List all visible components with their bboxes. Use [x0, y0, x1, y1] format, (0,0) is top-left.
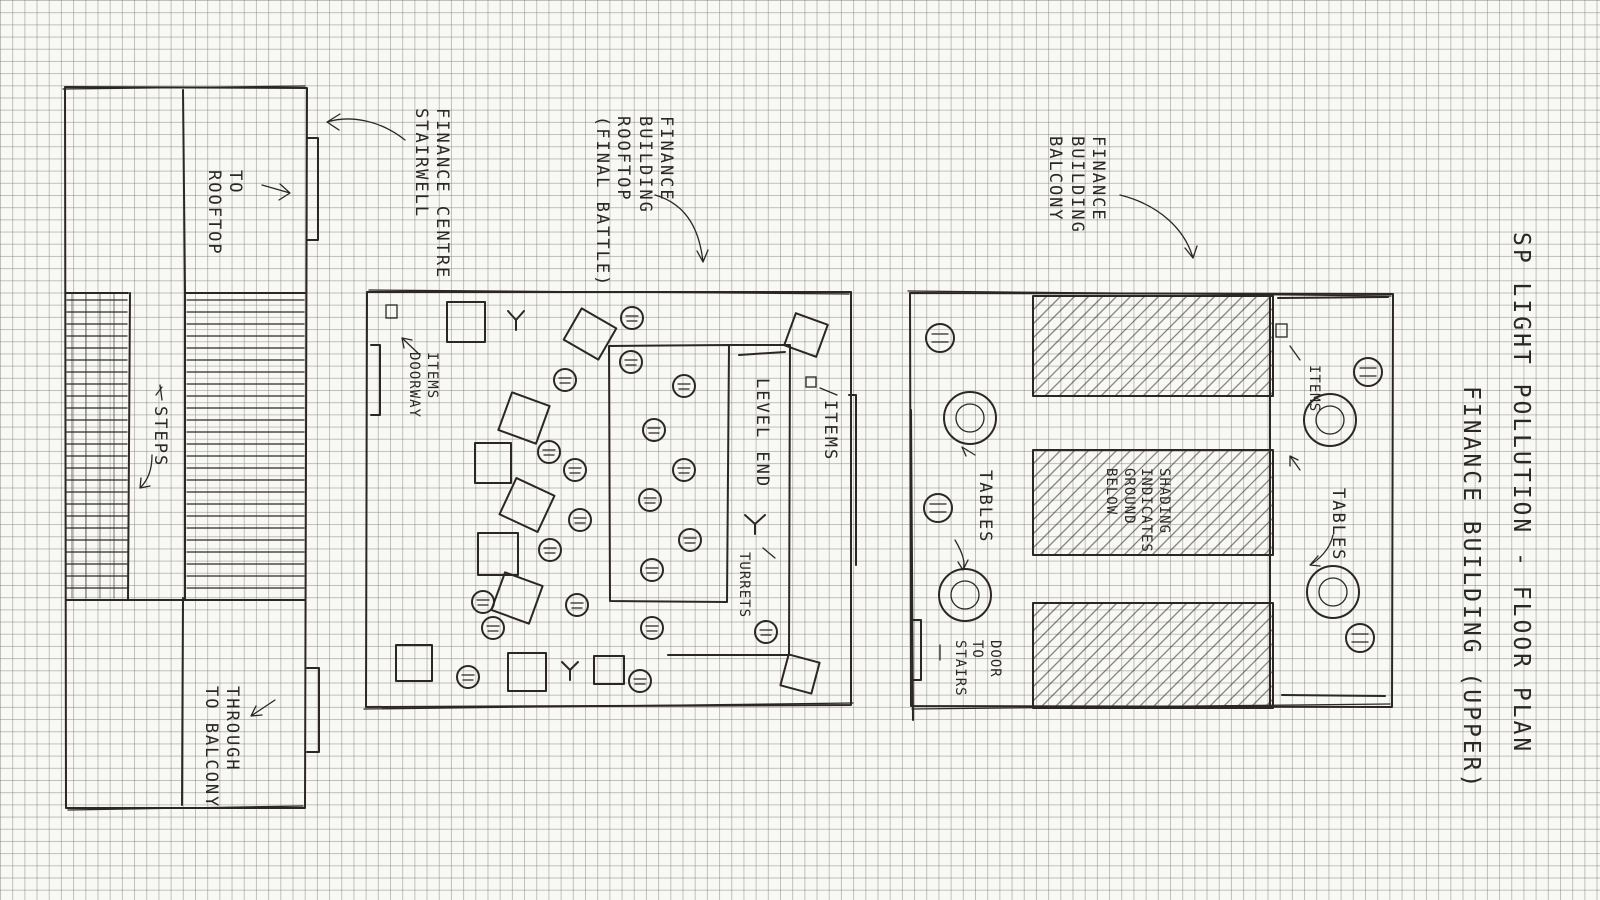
- crate-icon: [490, 571, 544, 625]
- crate-icon: [498, 476, 556, 534]
- enemy-icon: [640, 558, 664, 582]
- balcony-items-label: ITEMS: [1306, 365, 1322, 413]
- enemy-icon: [640, 616, 664, 640]
- door-to-stairs-label: DOOR TO STAIRS: [952, 640, 1003, 697]
- arrow-items-icon: [1289, 345, 1301, 361]
- crate-icon: [474, 442, 512, 484]
- arrow-tables-left-icon: [961, 446, 976, 457]
- crate-icon: [497, 391, 551, 445]
- arrow-to-stairwell-icon: [326, 113, 406, 141]
- table-icon: [943, 391, 997, 445]
- arrow-steps-up-icon: [155, 384, 163, 401]
- level-end-label: LEVEL END: [752, 378, 772, 489]
- crate-icon: [507, 652, 547, 692]
- enemy-icon: [672, 374, 696, 398]
- enemy-icon: [620, 306, 644, 330]
- items-doorway-label: ITEMS DOORWAY: [406, 352, 441, 419]
- enemy-icon: [481, 616, 505, 640]
- tables-right-label: TABLES: [1328, 488, 1348, 562]
- stairwell-name: FINANCE CENTRE STAIRWELL: [410, 108, 452, 280]
- arrow-final-battle-icon: [654, 194, 709, 263]
- stair-treads-left: [66, 292, 128, 599]
- enemy-icon: [565, 593, 589, 617]
- turret-icon: [744, 514, 766, 535]
- tables-left-label: TABLES: [975, 470, 995, 544]
- through-to-balcony-label: THROUGH TO BALCONY: [200, 686, 242, 809]
- enemy-icon: [754, 620, 778, 644]
- balcony-enemies: [923, 323, 1383, 653]
- arrow-tables-right-up-icon: [1289, 455, 1301, 471]
- arrow-to-rooftop-icon: [261, 183, 291, 201]
- stairwell-plan: [62, 85, 406, 811]
- item-box-icon: [385, 304, 398, 319]
- enemy-icon: [456, 665, 480, 689]
- item-box-icon: [805, 376, 817, 388]
- enemy-icon: [1345, 623, 1375, 653]
- enemy-icon: [925, 323, 955, 353]
- enemy-icon: [538, 538, 562, 562]
- turret-icon: [561, 661, 579, 681]
- crate-icon: [446, 301, 486, 343]
- stair-treads-right: [186, 299, 305, 589]
- arrow-items-icon: [819, 387, 838, 396]
- title-line-2: FINANCE BUILDING (UPPER): [1458, 386, 1484, 791]
- crate-icon: [395, 644, 433, 682]
- turrets-label: TURRETS: [736, 552, 752, 619]
- crate-icon: [477, 532, 519, 576]
- rooftop-crates: [395, 301, 829, 695]
- item-box-icon: [1275, 323, 1288, 338]
- to-rooftop-label: TO ROOFTOP: [203, 170, 245, 256]
- balcony-tables: [938, 391, 1360, 622]
- arrow-turrets-icon: [762, 547, 776, 559]
- enemy-icon: [619, 350, 643, 374]
- ground-below-shading: [1032, 295, 1274, 709]
- enemy-icon: [553, 368, 577, 392]
- ground-below-area: [1032, 295, 1274, 397]
- crate-icon: [593, 655, 625, 685]
- rooftop-plan: [363, 194, 857, 710]
- crate-icon: [783, 312, 829, 358]
- title-line-1: SP LIGHT POLLUTION - FLOOR PLAN: [1508, 232, 1534, 755]
- enemy-icon: [923, 493, 953, 523]
- balcony-name: FINANCE BUILDING BALCONY: [1045, 136, 1109, 234]
- arrow-tables-right-icon: [1309, 534, 1334, 567]
- arrow-balcony-icon: [1119, 194, 1198, 259]
- table-icon: [1306, 565, 1360, 619]
- ground-below-area: [1032, 602, 1274, 709]
- enemy-icon: [563, 458, 587, 482]
- enemy-icon: [537, 440, 561, 464]
- enemy-icon: [678, 528, 702, 552]
- arrow-tables-left-down-icon: [954, 539, 969, 571]
- arrow-items-doorway-icon: [401, 337, 421, 356]
- table-icon: [1303, 393, 1357, 447]
- arrow-steps-down-icon: [139, 454, 153, 489]
- enemy-icon: [638, 488, 662, 512]
- enemy-icon: [628, 669, 652, 693]
- rooftop-enemies: [456, 306, 778, 693]
- table-icon: [938, 568, 992, 622]
- rooftop-name: FINANCE BUILDING ROOFTOP (FINAL BATTLE): [592, 116, 676, 288]
- turret-icon: [507, 310, 525, 331]
- enemy-icon: [471, 590, 495, 614]
- steps-label: STEPS: [150, 406, 170, 468]
- crate-icon: [562, 307, 618, 361]
- enemy-icon: [642, 418, 666, 442]
- crate-icon: [779, 653, 821, 695]
- shading-note: SHADING INDICATES GROUND BELOW: [1103, 468, 1173, 553]
- rooftop-items-label: ITEMS: [820, 400, 840, 462]
- arrow-to-balcony-icon: [250, 699, 276, 717]
- ground-below-area: [1032, 449, 1274, 556]
- enemy-icon: [672, 458, 696, 482]
- enemy-icon: [568, 508, 592, 532]
- balcony-plan: [907, 194, 1394, 721]
- enemy-icon: [1353, 357, 1383, 387]
